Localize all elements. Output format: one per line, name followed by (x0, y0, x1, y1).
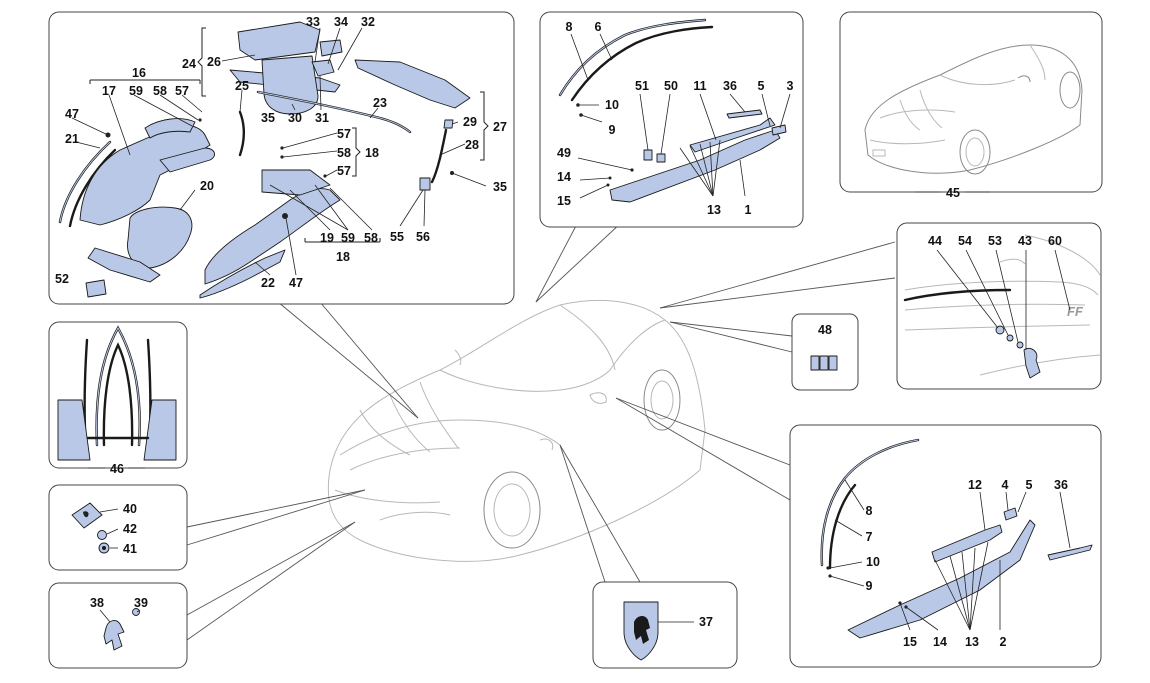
panel-horse-emblem (48, 582, 188, 669)
label-9: 9 (609, 123, 616, 137)
panel-front-structure (48, 11, 515, 305)
label-32: 32 (361, 15, 375, 29)
panel-car-overview (839, 11, 1103, 193)
label-24: 24 (182, 57, 196, 71)
label-49: 49 (557, 146, 571, 160)
label-4: 4 (1002, 478, 1009, 492)
panel-front-emblem (48, 484, 188, 571)
label-15: 15 (557, 194, 571, 208)
label-2: 2 (1000, 635, 1007, 649)
label-41: 41 (123, 542, 137, 556)
label-19: 19 (320, 231, 334, 245)
label-31: 31 (315, 111, 329, 125)
label-9b: 9 (866, 579, 873, 593)
panel-side-sill (539, 11, 804, 228)
label-18b: 18 (336, 250, 350, 264)
label-58: 58 (153, 84, 167, 98)
callout-lines (186, 221, 896, 641)
label-57b: 57 (337, 127, 351, 141)
label-5: 5 (758, 79, 765, 93)
label-44: 44 (928, 234, 942, 248)
label-39: 39 (134, 596, 148, 610)
label-1: 1 (745, 203, 752, 217)
label-37: 37 (699, 615, 713, 629)
label-47: 47 (65, 107, 79, 121)
label-13: 13 (707, 203, 721, 217)
label-21: 21 (65, 132, 79, 146)
label-56: 56 (416, 230, 430, 244)
label-36: 36 (723, 79, 737, 93)
label-40: 40 (123, 502, 137, 516)
label-43: 43 (1018, 234, 1032, 248)
label-22: 22 (261, 276, 275, 290)
label-46: 46 (110, 462, 124, 476)
label-36b: 36 (1054, 478, 1068, 492)
label-12: 12 (968, 478, 982, 492)
label-30: 30 (288, 111, 302, 125)
label-35: 35 (261, 111, 275, 125)
label-7: 7 (866, 530, 873, 544)
label-59b: 59 (341, 231, 355, 245)
label-59: 59 (129, 84, 143, 98)
central-car-outline (327, 299, 706, 562)
label-58b: 58 (337, 146, 351, 160)
label-23: 23 (373, 96, 387, 110)
label-6: 6 (595, 20, 602, 34)
label-14: 14 (557, 170, 571, 184)
label-45: 45 (946, 186, 960, 200)
label-54: 54 (958, 234, 972, 248)
label-8b: 8 (866, 504, 873, 518)
label-33: 33 (306, 15, 320, 29)
label-10b: 10 (866, 555, 880, 569)
label-15b: 15 (903, 635, 917, 649)
part-number-labels: 16 17 59 58 57 47 21 20 52 24 26 25 35 3… (55, 15, 1068, 649)
label-35b: 35 (493, 180, 507, 194)
label-50: 50 (664, 79, 678, 93)
label-16: 16 (132, 66, 146, 80)
panel-46 (48, 321, 188, 469)
panel-side-sill-lh (789, 424, 1102, 668)
label-3: 3 (787, 79, 794, 93)
label-60: 60 (1048, 234, 1062, 248)
label-14b: 14 (933, 635, 947, 649)
label-57c: 57 (337, 164, 351, 178)
label-34: 34 (334, 15, 348, 29)
label-11: 11 (693, 79, 706, 93)
label-8: 8 (566, 20, 573, 34)
label-18: 18 (365, 146, 379, 160)
ff-badge-text: FF (1067, 304, 1084, 319)
label-28: 28 (465, 138, 479, 152)
label-27: 27 (493, 120, 507, 134)
label-55: 55 (390, 230, 404, 244)
label-52: 52 (55, 272, 69, 286)
label-10: 10 (605, 98, 619, 112)
label-29: 29 (463, 115, 477, 129)
label-38: 38 (90, 596, 104, 610)
panel-48 (791, 313, 859, 391)
label-25: 25 (235, 79, 249, 93)
prancing-horse-badge-icon (103, 620, 125, 651)
label-53: 53 (988, 234, 1002, 248)
label-51: 51 (635, 79, 649, 93)
label-20: 20 (200, 179, 214, 193)
label-42: 42 (123, 522, 137, 536)
label-17: 17 (102, 84, 116, 98)
label-13b: 13 (965, 635, 979, 649)
label-57: 57 (175, 84, 189, 98)
panel-shield (592, 581, 738, 669)
panel-rear-badges: FF (896, 222, 1102, 390)
label-5b: 5 (1026, 478, 1033, 492)
label-26: 26 (207, 55, 221, 69)
label-58c: 58 (364, 231, 378, 245)
label-47b: 47 (289, 276, 303, 290)
label-48: 48 (818, 323, 832, 337)
